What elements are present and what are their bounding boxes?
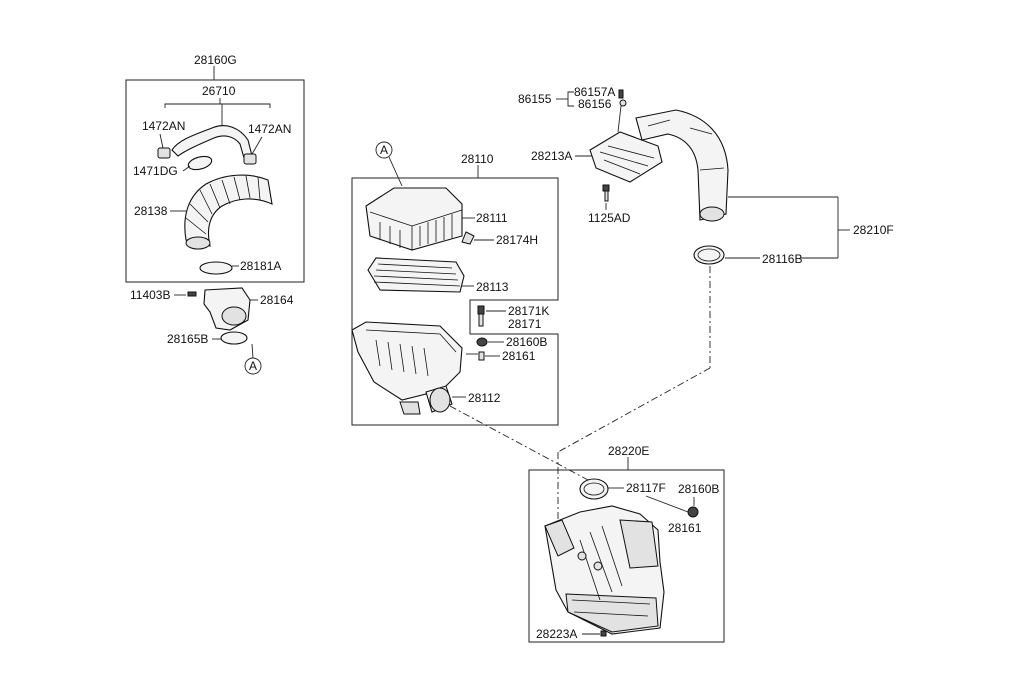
collar-28161-mid xyxy=(478,351,485,361)
label-11403B: 11403B xyxy=(130,288,170,302)
gasket-28165B xyxy=(220,331,248,345)
group-box-28160G xyxy=(125,79,305,283)
label-28213A: 28213A xyxy=(531,149,572,163)
hose-outlet-28138 xyxy=(185,236,211,250)
air-cleaner-cover-28111 xyxy=(365,187,463,251)
group-box-28220E xyxy=(528,469,725,643)
label-28220E: 28220E xyxy=(608,444,649,458)
label-28111: 28111 xyxy=(476,211,508,225)
hose-clamp-right xyxy=(243,153,257,165)
label-28164: 28164 xyxy=(260,293,294,307)
seal-ring-28117F xyxy=(579,478,609,500)
label-28165B: 28165B xyxy=(167,332,208,346)
label-28116B: 28116B xyxy=(762,252,802,266)
label-28161-right: 28161 xyxy=(668,521,702,535)
label-86155: 86155 xyxy=(518,92,552,106)
label-28223A: 28223A xyxy=(536,627,577,641)
grommet-28160B-mid xyxy=(476,337,488,347)
ref-a-top: A xyxy=(380,143,388,157)
label-28181A: 28181A xyxy=(240,259,281,273)
connector-line-body xyxy=(449,405,589,481)
group-box-28110 xyxy=(351,177,559,426)
group-28210F: 86155 86157A 86156 28213A 1125AD 28210F … xyxy=(518,85,894,266)
bolt-28171K xyxy=(477,305,485,315)
filter-element-28113 xyxy=(367,257,465,293)
label-28161-mid: 28161 xyxy=(502,349,536,363)
mounting-bracket xyxy=(399,401,421,415)
label-28171K: 28171K xyxy=(508,304,549,318)
ref-a-bottom: A xyxy=(249,359,257,373)
air-cleaner-body-28112 xyxy=(351,321,463,401)
group-28160G: 28160G 26710 1472AN 1472AN 1471DG 28138 … xyxy=(125,53,305,283)
group-28220E: 28220E 28117F 28160B 28161 28223A xyxy=(528,444,725,643)
label-28138: 28138 xyxy=(134,204,168,218)
group-28110: A 28110 28111 28174H 28113 xyxy=(351,141,559,426)
label-1472AN-left: 1472AN xyxy=(142,119,185,133)
screw-11403B xyxy=(187,291,197,297)
label-28160G: 28160G xyxy=(194,53,237,67)
grommet-28160B-right xyxy=(687,506,699,518)
clip-28223A xyxy=(600,630,607,637)
hose-clamp-left xyxy=(157,147,171,159)
clip-28174H xyxy=(461,231,475,245)
bolt-1125AD xyxy=(602,184,610,192)
intake-duct-28210F xyxy=(635,109,729,221)
label-28112: 28112 xyxy=(468,391,501,405)
label-26710: 26710 xyxy=(202,84,236,98)
label-28113: 28113 xyxy=(476,280,509,294)
washer-86156 xyxy=(619,99,627,107)
label-28110: 28110 xyxy=(461,152,494,166)
label-28117F: 28117F xyxy=(626,481,666,495)
intake-hose-28138 xyxy=(184,174,273,247)
label-28160B-right: 28160B xyxy=(678,482,719,496)
label-28160B-mid: 28160B xyxy=(506,335,547,349)
label-1125AD: 1125AD xyxy=(588,211,631,225)
label-86157A: 86157A xyxy=(574,85,615,99)
ref-circle-a-top xyxy=(375,141,393,159)
clamp-28181A xyxy=(199,261,233,275)
clamp-1471DG xyxy=(187,155,213,171)
resonator-28213A xyxy=(589,131,663,183)
label-28210F: 28210F xyxy=(853,223,894,237)
air-flow-sensor-group: 11403B 28164 28165B A xyxy=(130,287,294,375)
label-1472AN-right: 1472AN xyxy=(248,122,291,136)
bolt-86157A xyxy=(618,89,624,99)
bolt-28171 xyxy=(478,313,484,327)
label-28171: 28171 xyxy=(508,317,542,331)
label-1471DG: 1471DG xyxy=(133,164,178,178)
label-28174H: 28174H xyxy=(496,233,538,247)
label-86156: 86156 xyxy=(578,97,612,111)
ref-circle-a-bottom xyxy=(244,357,262,375)
